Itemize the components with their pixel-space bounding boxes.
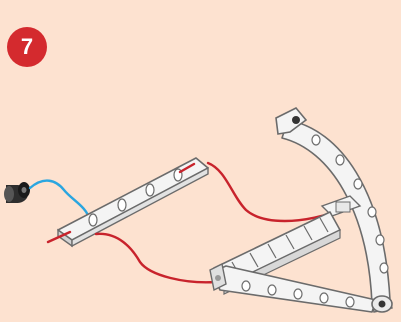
straight-rod — [58, 158, 208, 246]
blue-connector-line — [30, 181, 90, 220]
black-bushing — [4, 182, 30, 203]
curved-arch-frame — [210, 108, 392, 312]
